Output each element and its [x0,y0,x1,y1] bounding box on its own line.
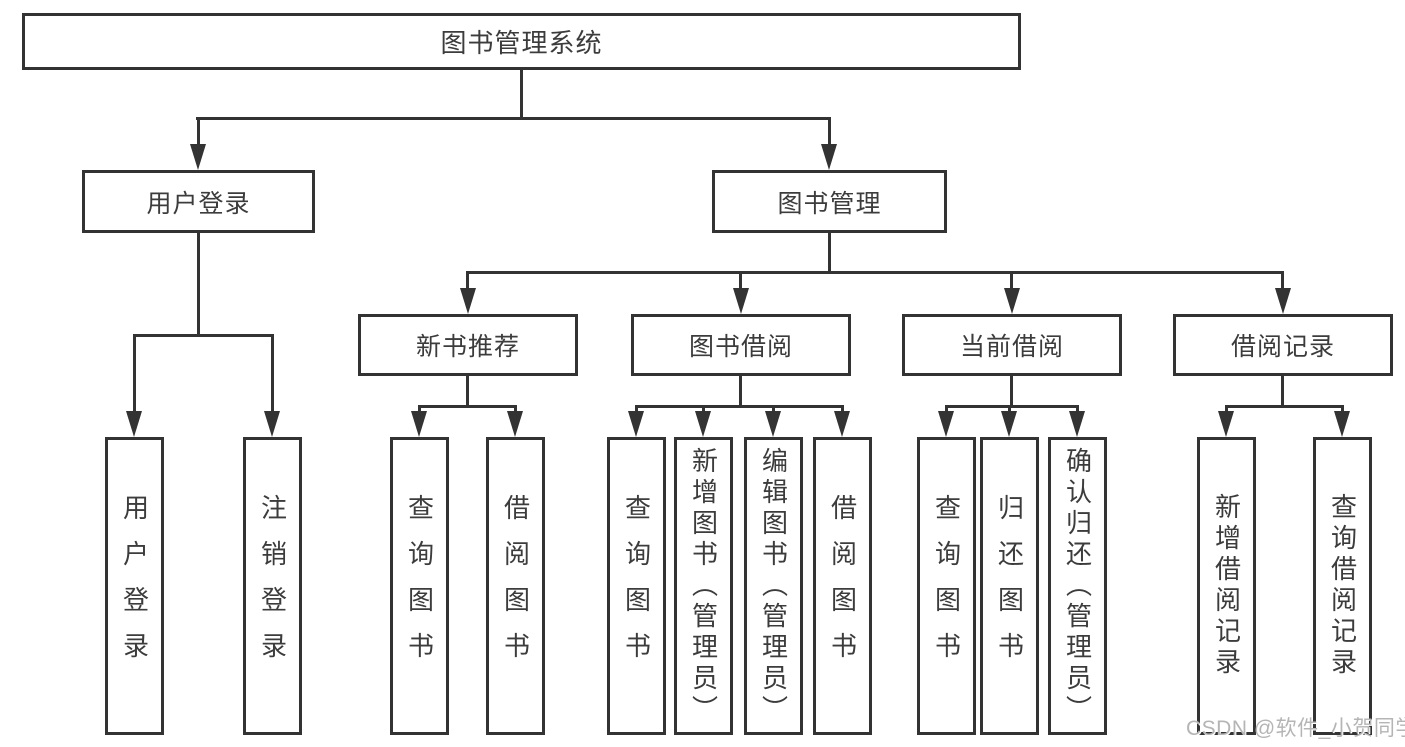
leaf-recommend-query-books: 查询图书 [390,437,449,735]
connector-line [196,117,831,120]
connector-line [1281,271,1284,290]
node-root: 图书管理系统 [22,13,1021,70]
node-book-borrow: 图书借阅 [631,314,851,376]
arrowhead-icon [733,288,749,314]
arrowhead-icon [1275,288,1291,314]
leaf-user-login: 用户登录 [105,437,164,735]
leaf-confirm-return-admin: 确认归还（管理员） [1048,437,1107,735]
leaf-query-borrow-record-label: 查询借阅记录 [1327,493,1358,679]
arrowhead-icon [1001,411,1017,437]
arrowhead-icon [834,411,850,437]
connector-line [702,405,705,413]
connector-line [466,271,1284,274]
connector-line [1225,405,1228,413]
connector-line [1225,405,1344,408]
connector-line [1010,271,1013,290]
leaf-logout: 注销登录 [243,437,302,735]
arrowhead-icon [821,144,837,170]
connector-line [828,117,831,146]
leaf-edit-books-admin-label: 编辑图书（管理员） [758,446,789,726]
leaf-logout-label: 注销登录 [257,494,288,678]
arrowhead-icon [628,411,644,437]
connector-line [635,405,844,408]
connector-line [828,233,831,274]
arrowhead-icon [695,411,711,437]
connector-line [841,405,844,413]
arrowhead-icon [190,144,206,170]
connector-line [466,376,469,408]
node-borrow-records-label: 借阅记录 [1230,333,1335,361]
node-root-label: 图书管理系统 [440,28,603,58]
arrowhead-icon [264,411,280,437]
leaf-borrow-books: 借阅图书 [813,437,872,735]
arrowhead-icon [460,288,476,314]
arrowhead-icon [938,411,954,437]
csdn-watermark: CSDN @软件_小贺同学 [1186,717,1405,740]
arrowhead-icon [507,411,523,437]
leaf-add-borrow-record-label: 新增借阅记录 [1211,493,1242,679]
arrowhead-icon [765,411,781,437]
leaf-add-borrow-record: 新增借阅记录 [1197,437,1256,735]
connector-line [1076,405,1079,413]
connector-line [739,271,742,290]
connector-line [1010,376,1013,408]
connector-line [418,405,421,413]
connector-line [133,334,274,337]
connector-line [1008,405,1011,413]
leaf-add-books-admin: 新增图书（管理员） [674,437,733,735]
leaf-return-books-label: 归还图书 [994,494,1025,678]
connector-line [1281,376,1284,408]
leaf-current-query-books: 查询图书 [917,437,976,735]
connector-line [772,405,775,413]
leaf-borrow-query-books-label: 查询图书 [621,494,652,678]
arrowhead-icon [1069,411,1085,437]
node-current-borrow-label: 当前借阅 [959,333,1064,361]
leaf-user-login-label: 用户登录 [119,494,150,678]
leaf-edit-books-admin: 编辑图书（管理员） [744,437,803,735]
node-new-book-recommend: 新书推荐 [358,314,578,376]
node-book-management-label: 图书管理 [777,189,882,218]
arrowhead-icon [1218,411,1234,437]
leaf-borrow-query-books: 查询图书 [607,437,666,735]
node-book-borrow-label: 图书借阅 [688,333,793,361]
connector-line [271,334,274,413]
arrowhead-icon [1004,288,1020,314]
arrowhead-icon [1334,411,1350,437]
node-new-book-recommend-label: 新书推荐 [415,333,520,361]
leaf-recommend-query-books-label: 查询图书 [404,494,435,678]
node-borrow-records: 借阅记录 [1173,314,1393,376]
connector-line [418,405,517,408]
leaf-borrow-books-label: 借阅图书 [827,494,858,678]
connector-line [514,405,517,413]
node-user-login-label: 用户登录 [146,189,251,218]
node-current-borrow: 当前借阅 [902,314,1122,376]
leaf-confirm-return-admin-label: 确认归还（管理员） [1062,446,1093,726]
node-user-login: 用户登录 [82,170,315,233]
leaf-add-books-admin-label: 新增图书（管理员） [688,446,719,726]
connector-line [197,233,200,337]
connector-line [520,70,523,120]
leaf-query-borrow-record: 查询借阅记录 [1313,437,1372,735]
leaf-recommend-borrow-books-label: 借阅图书 [500,494,531,678]
leaf-recommend-borrow-books: 借阅图书 [486,437,545,735]
connector-line [739,376,742,408]
connector-line [466,271,469,290]
connector-line [133,334,136,413]
leaf-return-books: 归还图书 [980,437,1039,735]
leaf-current-query-books-label: 查询图书 [931,494,962,678]
node-book-management: 图书管理 [712,170,947,233]
connector-line [945,405,948,413]
arrowhead-icon [126,411,142,437]
connector-line [635,405,638,413]
arrowhead-icon [411,411,427,437]
connector-line [1341,405,1344,413]
connector-line [945,405,1079,408]
connector-line [197,117,200,146]
